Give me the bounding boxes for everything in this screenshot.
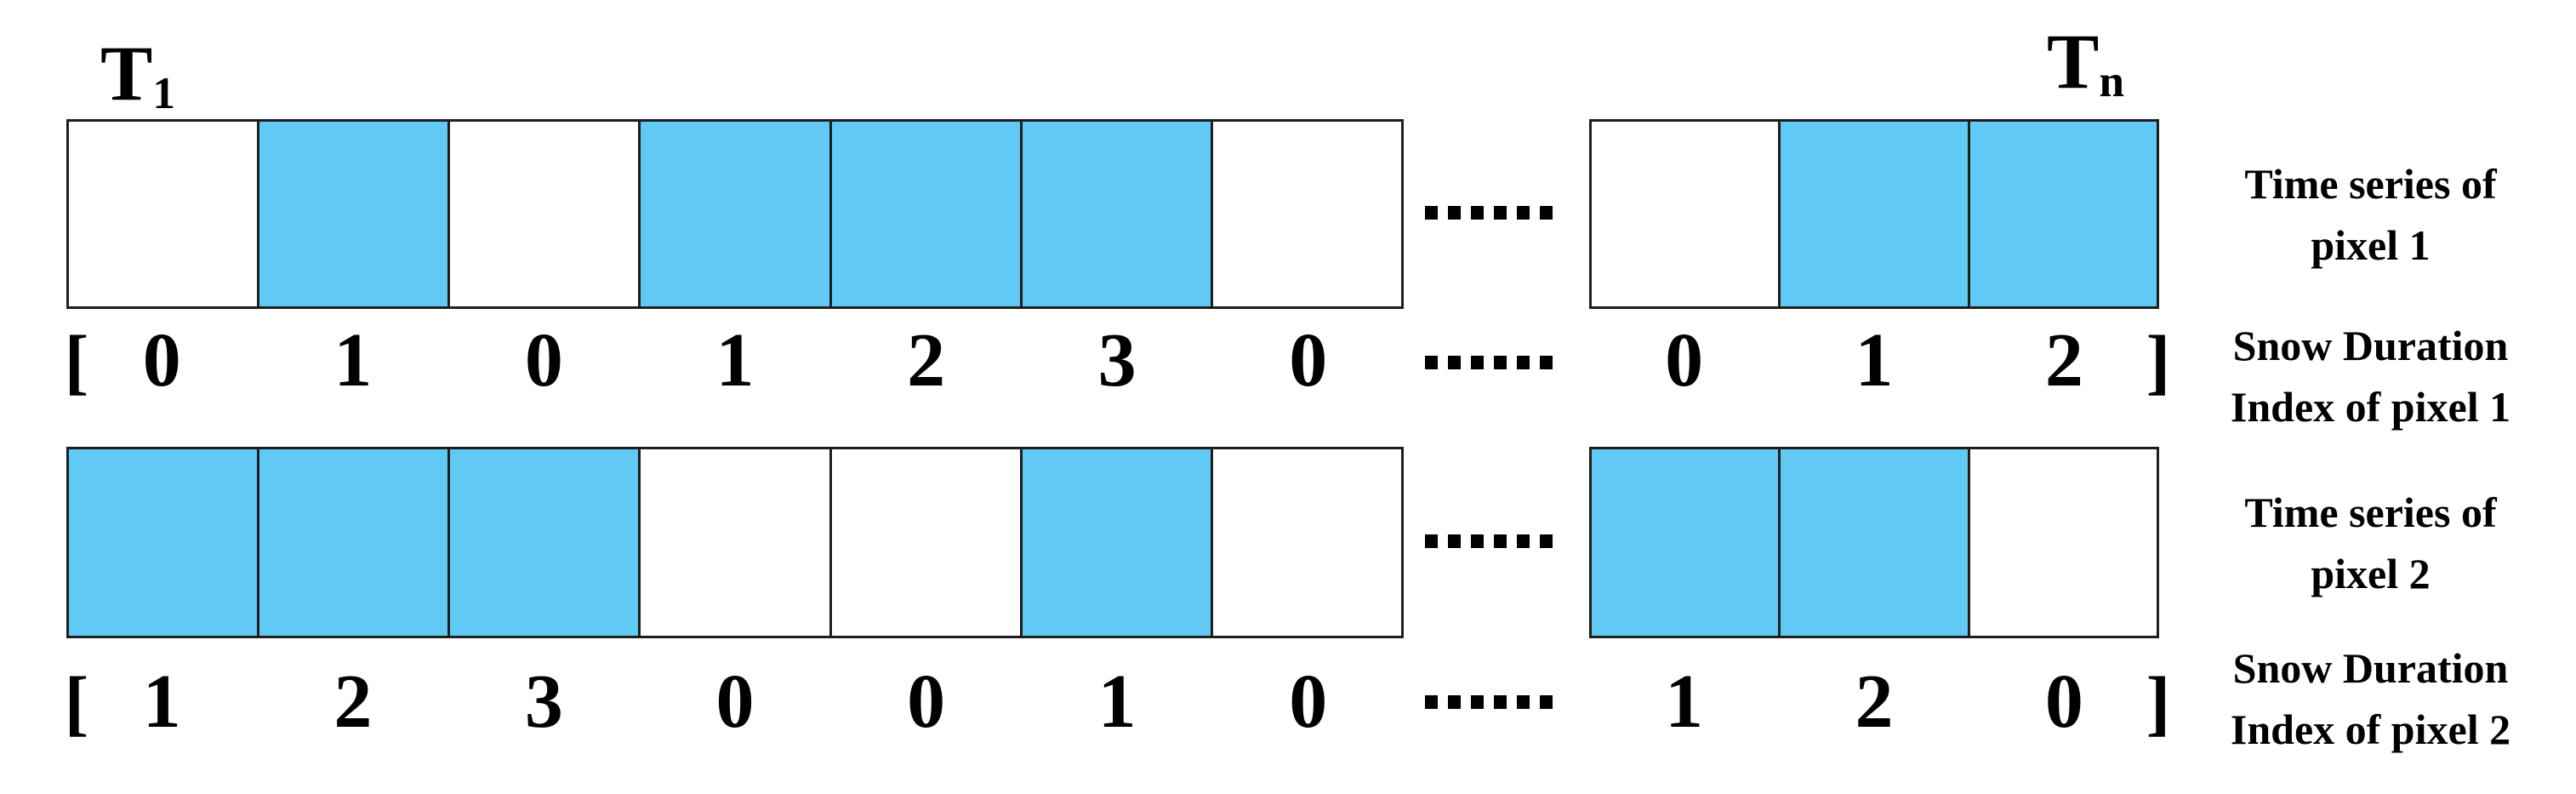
snow-cell — [259, 449, 451, 636]
timeline-gap-dots-pixel1 — [1425, 206, 1553, 220]
snow-cell — [1969, 122, 2157, 306]
time-series-label-pixel2-line2: pixel 2 — [2311, 550, 2431, 597]
index-label-pixel1-line1: Snow Duration — [2232, 322, 2509, 369]
gap-dot — [1471, 695, 1484, 709]
sdi-value: 1 — [1665, 660, 1704, 744]
sdi-value: 3 — [1097, 318, 1137, 403]
sdi-value: 2 — [1855, 660, 1894, 744]
gap-dot — [1425, 534, 1438, 548]
gap-dot — [1540, 206, 1553, 220]
open-bracket-pixel2: [ — [64, 661, 89, 743]
time-series-label-pixel1-line2: pixel 1 — [2311, 221, 2431, 269]
timeseries-strip-pixel1-left — [66, 119, 1404, 309]
sdi-value: 0 — [524, 318, 563, 403]
clear-cell — [69, 122, 260, 306]
index-label-pixel1: Snow Duration Index of pixel 1 — [2165, 315, 2576, 437]
timeline-end-subscript: n — [2099, 54, 2125, 106]
sdi-value: 0 — [715, 660, 755, 744]
clear-cell — [641, 449, 832, 636]
gap-dot — [1517, 695, 1530, 709]
snow-cell — [831, 122, 1023, 306]
snow-cell — [1592, 449, 1781, 636]
timeline-gap-dots-pixel2 — [1425, 534, 1553, 548]
timeline-end-base: T — [2047, 18, 2100, 105]
snow-cell — [641, 122, 832, 306]
gap-dot — [1448, 356, 1461, 369]
sdi-value: 0 — [1289, 660, 1328, 744]
snow-cell — [450, 449, 641, 636]
gap-dot — [1540, 534, 1553, 548]
gap-dot — [1471, 534, 1484, 548]
time-series-label-pixel2: Time series of pixel 2 — [2165, 482, 2576, 604]
sdi-value: 0 — [1665, 318, 1704, 403]
gap-dot — [1540, 695, 1553, 709]
clear-cell — [450, 122, 641, 306]
timeline-end-label: Tn — [2047, 22, 2124, 103]
snow-cell — [69, 449, 260, 636]
gap-dot — [1494, 206, 1507, 220]
gap-dot — [1494, 356, 1507, 369]
gap-dot — [1448, 206, 1461, 220]
clear-cell — [831, 449, 1023, 636]
gap-dot — [1494, 695, 1507, 709]
sdi-value: 1 — [333, 318, 373, 403]
open-bracket-pixel1: [ — [64, 320, 89, 402]
close-bracket-pixel2: ] — [2146, 661, 2171, 743]
time-series-label-pixel1: Time series of pixel 1 — [2165, 153, 2576, 276]
gap-dot — [1540, 356, 1553, 369]
sdi-value: 1 — [1855, 318, 1894, 403]
timeline-start-base: T — [100, 30, 153, 117]
index-gap-dots-pixel1 — [1425, 356, 1553, 369]
time-series-label-pixel2-line1: Time series of — [2244, 488, 2497, 536]
snow-cell — [1022, 449, 1213, 636]
gap-dot — [1471, 356, 1484, 369]
clear-cell — [1212, 122, 1401, 306]
clear-cell — [1212, 449, 1401, 636]
gap-dot — [1517, 356, 1530, 369]
index-label-pixel1-line2: Index of pixel 1 — [2230, 383, 2511, 431]
timeline-start-label: T1 — [100, 34, 175, 115]
sdi-value: 1 — [1097, 660, 1137, 744]
gap-dot — [1517, 206, 1530, 220]
sdi-value: 1 — [715, 318, 755, 403]
sdi-value: 2 — [333, 660, 373, 744]
sdi-value: 0 — [142, 318, 181, 403]
timeseries-strip-pixel2-right — [1589, 447, 2159, 638]
gap-dot — [1448, 534, 1461, 548]
sdi-value: 2 — [2044, 318, 2083, 403]
time-series-label-pixel1-line1: Time series of — [2244, 160, 2497, 208]
gap-dot — [1425, 356, 1438, 369]
clear-cell — [1969, 449, 2157, 636]
snow-cell — [1781, 122, 1970, 306]
index-label-pixel2-line1: Snow Duration — [2232, 644, 2509, 692]
gap-dot — [1471, 206, 1484, 220]
snow-cell — [259, 122, 451, 306]
index-label-pixel2-line2: Index of pixel 2 — [2230, 705, 2511, 753]
timeline-start-subscript: 1 — [152, 66, 176, 118]
index-gap-dots-pixel2 — [1425, 695, 1553, 709]
index-label-pixel2: Snow Duration Index of pixel 2 — [2165, 637, 2576, 760]
sdi-value: 0 — [1289, 318, 1328, 403]
gap-dot — [1494, 534, 1507, 548]
timeseries-strip-pixel2-left — [66, 447, 1404, 638]
timeseries-strip-pixel1-right — [1589, 119, 2159, 309]
clear-cell — [1592, 122, 1781, 306]
close-bracket-pixel1: ] — [2146, 320, 2171, 402]
sdi-value: 0 — [907, 660, 946, 744]
gap-dot — [1425, 695, 1438, 709]
snow-cell — [1022, 122, 1213, 306]
gap-dot — [1517, 534, 1530, 548]
sdi-value: 0 — [2044, 660, 2083, 744]
gap-dot — [1425, 206, 1438, 220]
gap-dot — [1448, 695, 1461, 709]
sdi-value: 2 — [907, 318, 946, 403]
snow-cell — [1781, 449, 1970, 636]
sdi-value: 1 — [142, 660, 181, 744]
sdi-value: 3 — [524, 660, 563, 744]
